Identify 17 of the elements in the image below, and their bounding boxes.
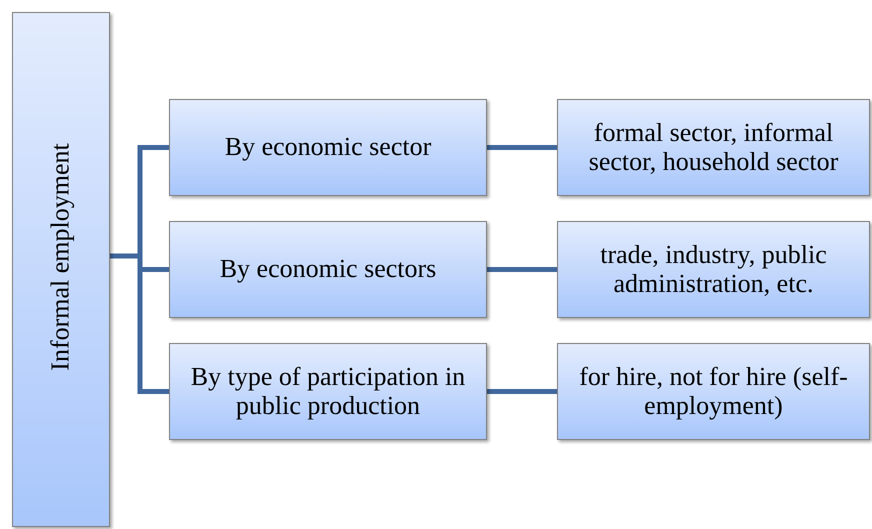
node-label: By economic sector (224, 133, 432, 162)
node-label: formal sector, informal sector, household sector (588, 118, 840, 176)
node-label: By economic sectors (218, 255, 438, 284)
category-box (169, 99, 487, 196)
category-box (169, 343, 487, 440)
category-box (557, 343, 870, 440)
category-box (557, 221, 870, 318)
category-box (557, 99, 870, 196)
category-box (169, 221, 487, 318)
node-label: trade, industry, public administration, etc. (599, 240, 828, 298)
node-label: By type of participation in public production (190, 362, 466, 420)
node-label: for hire, not for hire (self-employment) (578, 362, 849, 420)
category-bar (12, 12, 110, 527)
connector-line (487, 145, 557, 150)
connector-line (487, 267, 557, 272)
node-label: Informal employment (46, 143, 76, 371)
connector-line (487, 389, 557, 394)
